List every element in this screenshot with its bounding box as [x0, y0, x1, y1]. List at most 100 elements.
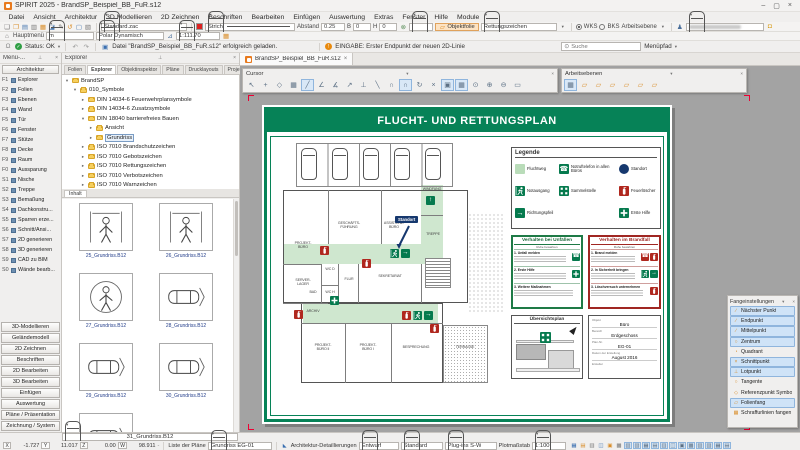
statusbar-icon-8[interactable]: ▦	[642, 442, 651, 449]
close-tab-icon[interactable]: ×	[343, 56, 348, 62]
statusbar-icon-13[interactable]: ▩	[687, 442, 696, 449]
dropdown-icon[interactable]: ▾	[406, 70, 409, 76]
pin-icon[interactable]: ⊥	[158, 55, 163, 61]
h-input[interactable]: 0	[379, 22, 398, 31]
tree-arrow-icon[interactable]: ▸	[81, 144, 85, 150]
section-button-2d-bearbeiten[interactable]: 2D Bearbeiten	[1, 366, 60, 376]
folie-more-icon[interactable]: ▾	[561, 23, 564, 29]
empty-dropdown[interactable]: ▾	[409, 10, 434, 43]
cursor-tool-icon-1[interactable]: +	[263, 81, 268, 89]
bks-radio[interactable]	[599, 23, 606, 30]
coord-toggle-w[interactable]: W	[117, 442, 128, 449]
toolbar-icon-3[interactable]: ▥	[30, 23, 38, 31]
detail-dropdown[interactable]: Entwurf▾	[358, 429, 399, 450]
abstand-input[interactable]: 0.25	[321, 22, 346, 31]
tab-explorer[interactable]: Explorer	[87, 65, 117, 74]
tree-item[interactable]: ▾010_Symbole	[62, 86, 239, 96]
snap-option-referenzpunkt-symbol[interactable]: ◇Referenzpunkt Symbol	[730, 388, 795, 398]
snap-option-schnittpunkt[interactable]: ×Schnittpunkt	[730, 356, 795, 368]
tree-arrow-icon[interactable]: ▸	[89, 125, 93, 131]
tree-arrow-icon[interactable]: ▾	[81, 115, 85, 121]
plotscale-dropdown[interactable]: 1:100▾	[532, 429, 567, 450]
tree-item[interactable]: ▸ISO 7010 Brandschutzzeichen	[62, 143, 239, 153]
statusbar-icon-3[interactable]: ◫	[598, 442, 604, 449]
plugins-dropdown[interactable]: Plug-ins S-W▾	[444, 429, 497, 450]
objektfolie-toggle[interactable]: ▱Objektfolie	[435, 22, 479, 31]
close-icon[interactable]: ×	[233, 55, 236, 61]
snap-option-quadrant[interactable]: ◔Quadrant	[730, 347, 795, 357]
menu-einf-gen[interactable]: Einfügen	[293, 13, 321, 21]
thumbnails-scrollbar[interactable]	[233, 199, 239, 432]
cursor-tool-icon-10[interactable]: ∩	[388, 81, 395, 89]
statusbar-icon-4[interactable]: ▣	[607, 442, 613, 449]
toolbar-icon-9[interactable]: ▧	[84, 23, 92, 31]
symbol-thumbnail[interactable]: 28_Grundriss.B12	[146, 273, 226, 343]
section-button-3d-bearbeiten[interactable]: 3D Bearbeiten	[1, 377, 60, 387]
menu-architektur[interactable]: Architektur	[64, 13, 98, 21]
search-input[interactable]	[571, 43, 639, 50]
snapmode-dropdown[interactable]: Polar Dynamisch▾	[96, 20, 165, 52]
minimize-button[interactable]: –	[761, 1, 766, 9]
statusbar-icon-16[interactable]: ▦	[714, 442, 723, 449]
tab-pläne[interactable]: Pläne	[162, 65, 184, 74]
search-box[interactable]: ⊙	[561, 42, 642, 51]
tree-arrow-icon[interactable]: ▸	[81, 172, 85, 178]
section-button-zeichnung-system[interactable]: Zeichnung / System	[1, 421, 60, 431]
toolbar-icon-4[interactable]: ▦	[39, 23, 47, 31]
tree-item[interactable]: ▸ISO 7010 Warnzeichen	[62, 181, 239, 190]
cursor-tool-icon-4[interactable]: ╱	[301, 79, 314, 91]
tree-item[interactable]: ▾DIN 18040 barrierefreies Bauen	[62, 114, 239, 124]
statusbar-icon-9[interactable]: ▤	[651, 442, 660, 449]
close-icon[interactable]: ×	[792, 299, 795, 304]
cursor-tool-icon-12[interactable]: ↻	[416, 82, 423, 89]
cursor-tool-icon-2[interactable]: ◇	[276, 82, 283, 89]
maximize-button[interactable]: ▢	[773, 2, 780, 10]
tree-arrow-icon[interactable]: ▸	[81, 106, 85, 112]
bell-icon[interactable]: Ω	[5, 43, 11, 50]
toolbar-icon-0[interactable]: ❏	[4, 23, 10, 31]
cursor-tool-icon-14[interactable]: ▣	[441, 79, 454, 91]
statusbar-icon-0[interactable]: ▦	[571, 442, 577, 449]
section-button-beschriften[interactable]: Beschriften	[1, 355, 60, 365]
user-dropdown[interactable]: ▾	[685, 10, 764, 43]
menu-ansicht[interactable]: Ansicht	[33, 13, 56, 21]
tree-arrow-icon[interactable]: ▸	[81, 96, 85, 102]
undo-icon[interactable]: ↶	[72, 43, 78, 51]
tree-arrow-icon[interactable]: ▸	[81, 153, 85, 159]
statusbar-icon-10[interactable]: ▥	[660, 442, 669, 449]
menu-fenster[interactable]: Fenster	[402, 13, 426, 21]
link-icon[interactable]: ⊗	[400, 23, 407, 31]
menu-auswertung[interactable]: Auswertung	[329, 13, 366, 21]
tree-arrow-icon[interactable]: ▾	[65, 77, 69, 83]
arbeitsebene-icon-0[interactable]: ▦	[564, 79, 577, 91]
tree-item[interactable]: ▸DIN 14034-6 Zusatzsymbole	[62, 105, 239, 115]
snap-option-zentrum[interactable]: ○Zentrum	[730, 336, 795, 347]
linetype-dropdown[interactable]: Strich▾	[205, 10, 295, 43]
document-tab[interactable]: BrandSP_Beispiel_BB_FuR.s12 ×	[240, 53, 354, 65]
grid-icon[interactable]: ▦	[222, 33, 230, 40]
symbol-thumbnail[interactable]: 27_Grundriss.B12	[66, 273, 146, 343]
arbeitsebene-icon-3[interactable]: ▱	[609, 82, 616, 89]
tab-folien[interactable]: Folien	[64, 65, 87, 74]
statusbar-icon-1[interactable]: ▤	[580, 442, 586, 449]
tree-item[interactable]: ▸DIN 14034-6 Feuerwehrplansymbole	[62, 95, 239, 105]
tree-item[interactable]: ▸ISO 7010 Rettungszeichen	[62, 162, 239, 172]
close-icon[interactable]: ×	[55, 55, 58, 61]
close-icon[interactable]: ×	[551, 71, 554, 76]
close-button[interactable]: ×	[787, 1, 792, 9]
pin-icon[interactable]: ⊥	[37, 55, 43, 61]
symbol-thumbnail[interactable]: 30_Grundriss.B12	[146, 343, 226, 413]
statusbar-icon-6[interactable]: ▨	[624, 442, 633, 449]
